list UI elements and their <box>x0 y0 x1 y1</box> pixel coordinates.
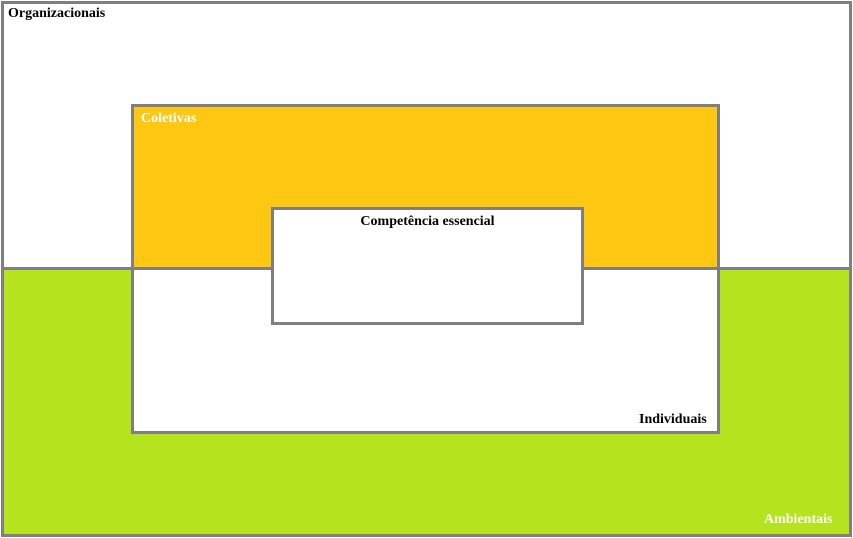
individuais-label: Individuais <box>639 412 707 427</box>
ambientais-label: Ambientais <box>764 512 833 527</box>
competencia-essencial-label: Competência essencial <box>360 214 495 229</box>
organizacionais-label: Organizacionais <box>8 6 106 21</box>
coletivas-label: Coletivas <box>141 111 197 126</box>
competencia-essencial-region <box>271 207 584 325</box>
